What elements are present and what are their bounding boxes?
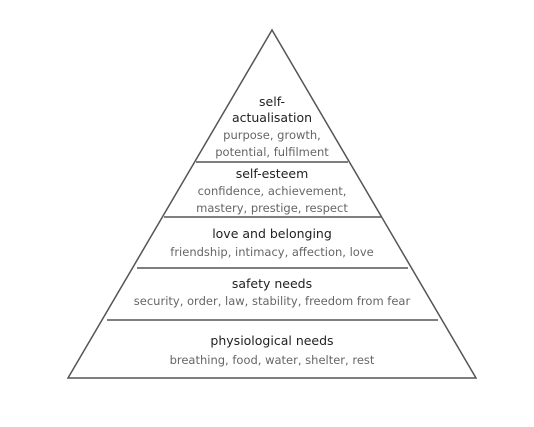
level-description: potential, fulfilment [215,145,329,159]
level-description: purpose, growth, [223,128,321,142]
level-love-and-belonging: love and belonging friendship, intimacy,… [170,226,373,259]
level-title: love and belonging [212,226,332,241]
level-self-esteem: self-esteem confidence, achievement, mas… [196,166,348,215]
level-safety-needs: safety needs security, order, law, stabi… [134,276,411,308]
level-description: mastery, prestige, respect [196,201,348,215]
level-description: security, order, law, stability, freedom… [134,294,411,308]
level-physiological-needs: physiological needs breathing, food, wat… [170,333,375,367]
pyramid-outline [66,28,478,379]
level-title: actualisation [232,110,312,125]
level-description: breathing, food, water, shelter, rest [170,353,375,367]
level-title: self-esteem [236,166,309,181]
level-description: friendship, intimacy, affection, love [170,245,373,259]
level-title: physiological needs [210,333,333,348]
level-title: safety needs [232,276,312,291]
level-title: self- [259,94,285,109]
level-description: confidence, achievement, [198,184,347,198]
level-self-actualisation: self- actualisation purpose, growth, pot… [215,94,329,159]
